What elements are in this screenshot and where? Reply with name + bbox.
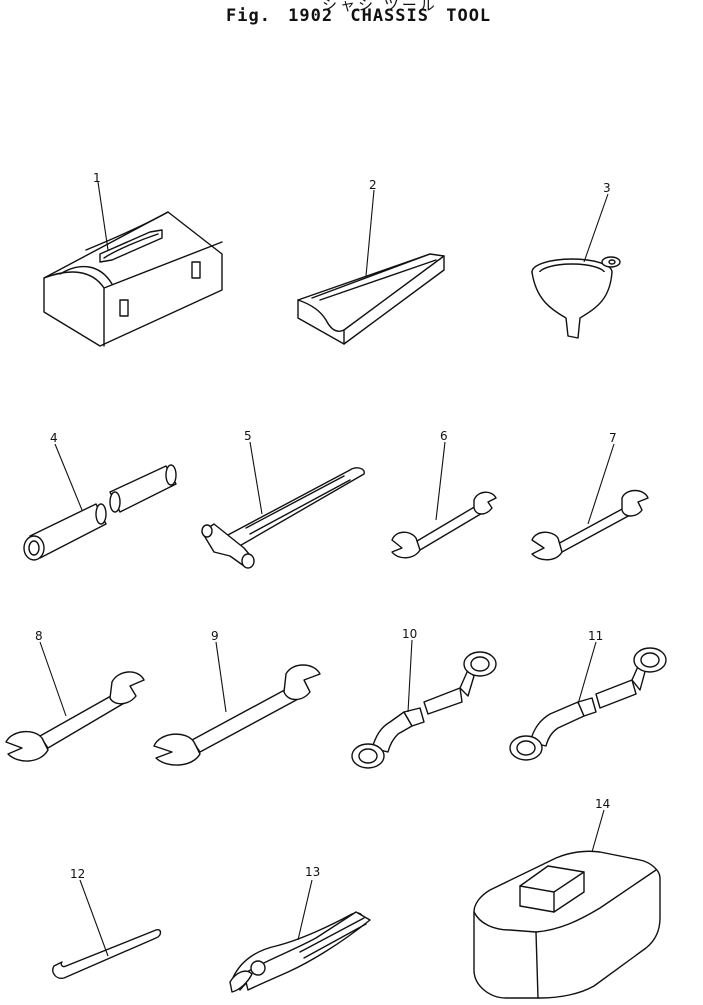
- part-label-11: 11: [588, 629, 603, 643]
- part-label-8: 8: [35, 629, 43, 643]
- figure-title: Fig. 1902 CHASSIS TOOL: [226, 6, 492, 26]
- part-13-pliers: 13: [229, 865, 371, 993]
- part-1-tool-box: 1: [43, 171, 223, 347]
- part-label-7: 7: [609, 431, 617, 445]
- part-10-offset-wrench: 10: [351, 627, 497, 769]
- part-label-9: 9: [211, 629, 219, 643]
- part-4-extension-pipe: 4: [23, 431, 177, 561]
- part-label-14: 14: [595, 797, 610, 811]
- part-8-wrench: 8: [5, 629, 145, 762]
- part-label-6: 6: [440, 429, 448, 443]
- part-6-wrench: 6: [391, 429, 497, 559]
- part-2-slide-block: 2: [297, 178, 445, 345]
- part-9-wrench: 9: [153, 629, 321, 766]
- part-label-12: 12: [70, 867, 85, 881]
- part-5-hammer: 5: [201, 429, 365, 569]
- part-label-5: 5: [244, 429, 252, 443]
- part-label-13: 13: [305, 865, 320, 879]
- part-label-10: 10: [402, 627, 417, 641]
- page-subtitle-japanese: シャシ ツール: [322, 0, 438, 14]
- part-12-hex-key: 12: [52, 867, 162, 980]
- part-label-2: 2: [369, 178, 377, 192]
- part-label-4: 4: [50, 431, 58, 445]
- part-3-funnel: 3: [531, 181, 621, 339]
- part-7-wrench: 7: [531, 431, 649, 561]
- part-label-1: 1: [93, 171, 101, 185]
- part-14-container: 14: [473, 797, 661, 999]
- part-label-3: 3: [603, 181, 611, 195]
- part-11-offset-wrench: 11: [509, 629, 667, 761]
